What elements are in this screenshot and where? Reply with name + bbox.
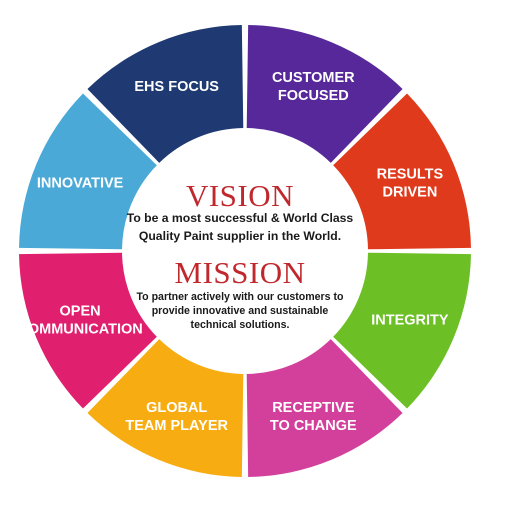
center-content: VISION To be a most successful & World C…	[127, 178, 354, 331]
segment-label-results-driven-line-2: DRIVEN	[383, 185, 438, 201]
segment-label-receptive-to-change-line-2: TO CHANGE	[270, 418, 357, 434]
segment-label-integrity-line-1: INTEGRITY	[371, 312, 449, 328]
vision-title: VISION	[186, 178, 294, 213]
segment-label-customer-focused-line-1: CUSTOMER	[272, 70, 355, 86]
segment-label-ehs-focus-line-1: EHS FOCUS	[134, 79, 219, 95]
segment-label-open-communication-line-1: OPEN	[60, 303, 101, 319]
segment-innovative	[19, 93, 157, 250]
mission-line-1: To partner actively with our customers t…	[136, 291, 344, 303]
mission-title: MISSION	[175, 255, 306, 290]
segment-label-global-team-player-line-1: GLOBAL	[146, 400, 207, 416]
vision-line-1: To be a most successful & World Class	[127, 211, 354, 225]
segment-global-team-player	[87, 339, 244, 477]
segment-label-global-team-player-line-2: TEAM PLAYER	[125, 418, 228, 434]
segment-results-driven	[333, 93, 471, 250]
segment-integrity	[333, 252, 471, 409]
segment-label-results-driven-line-1: RESULTS	[377, 167, 444, 183]
segment-open-communication	[19, 252, 157, 409]
labels-layer: CUSTOMER FOCUSED RESULTS DRIVEN INTEGRITY REC…	[17, 70, 449, 434]
center-circle	[125, 131, 365, 371]
segment-label-receptive-to-change-line-1: RECEPTIVE	[272, 400, 355, 416]
segment-customer-focused	[246, 25, 403, 163]
segment-label-open-communication-line-2: COMMUNICATION	[17, 321, 142, 337]
segment-ehs-focus	[87, 25, 244, 163]
segment-receptive-to-change	[246, 339, 403, 477]
segment-label-customer-focused-line-2: FOCUSED	[278, 88, 349, 104]
mission-line-3: technical solutions.	[191, 319, 290, 331]
vision-line-2: Quality Paint supplier in the World.	[139, 229, 341, 243]
segments-layer	[19, 25, 471, 477]
mission-line-2: provide innovative and sustainable	[152, 305, 329, 317]
segment-label-innovative-line-1: INNOVATIVE	[37, 176, 124, 192]
